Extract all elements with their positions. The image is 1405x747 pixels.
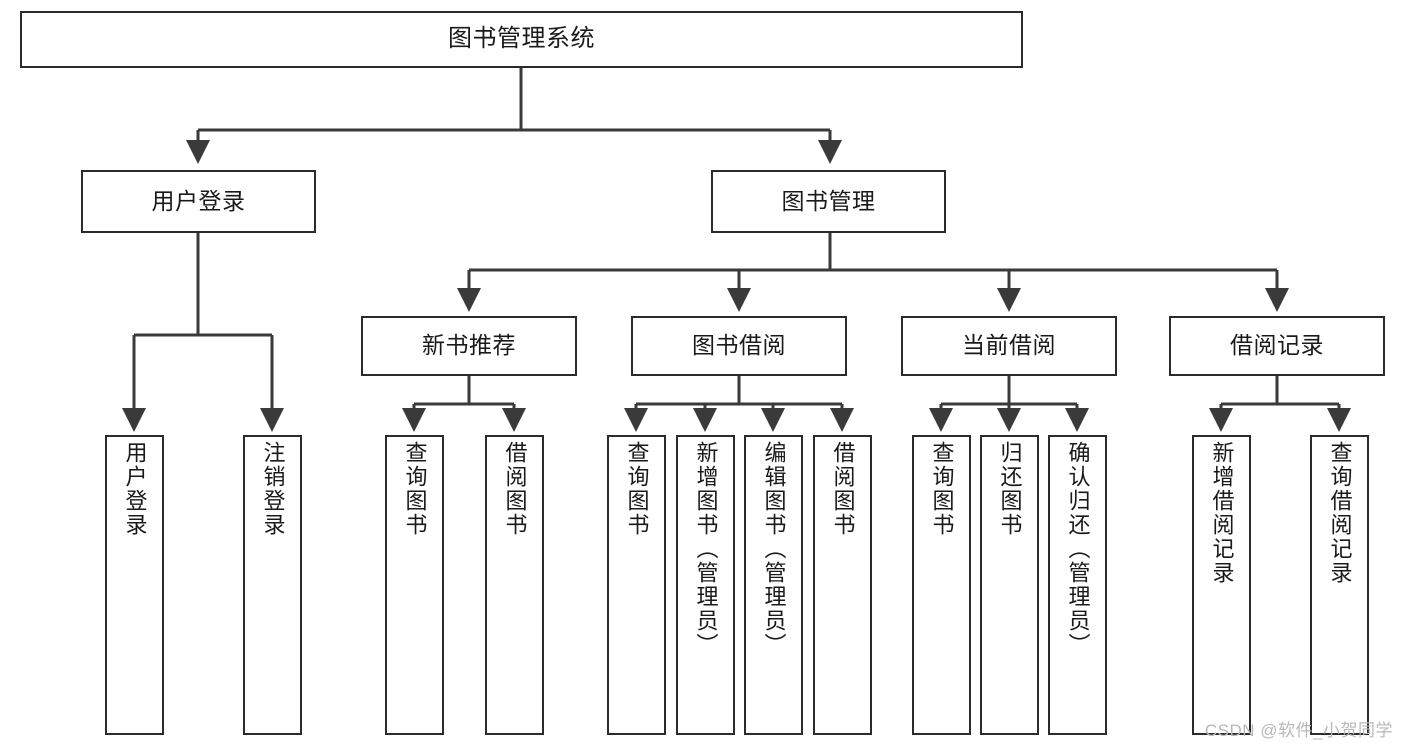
leaf-book-borrow-2[interactable]: 新增图书（管理员） — [676, 435, 735, 735]
leaf-borrow-record-1-label: 新增借阅记录 — [1209, 441, 1235, 585]
leaf-borrow-record-1[interactable]: 新增借阅记录 — [1192, 435, 1251, 735]
node-book-borrow-label: 图书借阅 — [692, 332, 786, 359]
leaf-user-login-2[interactable]: 注销登录 — [243, 435, 302, 735]
node-root[interactable]: 图书管理系统 — [20, 11, 1023, 68]
node-user-login-label: 用户登录 — [151, 187, 246, 214]
leaf-current-borrow-1-label: 查询图书 — [929, 441, 955, 537]
leaf-new-book-1-label: 查询图书 — [402, 441, 428, 537]
leaf-current-borrow-1[interactable]: 查询图书 — [912, 435, 971, 735]
leaf-current-borrow-3-label: 确认归还（管理员） — [1065, 441, 1091, 657]
node-new-book-label: 新书推荐 — [422, 332, 516, 359]
leaf-current-borrow-2[interactable]: 归还图书 — [980, 435, 1039, 735]
leaf-current-borrow-2-label: 归还图书 — [997, 441, 1023, 537]
leaf-book-borrow-1-label: 查询图书 — [624, 441, 650, 537]
leaf-borrow-record-2-label: 查询借阅记录 — [1327, 441, 1353, 585]
node-book-manage[interactable]: 图书管理 — [711, 170, 946, 233]
node-root-label: 图书管理系统 — [448, 25, 595, 53]
leaf-user-login-1-label: 用户登录 — [122, 441, 148, 537]
node-new-book[interactable]: 新书推荐 — [361, 316, 577, 376]
leaf-user-login-2-label: 注销登录 — [260, 441, 286, 537]
node-borrow-record[interactable]: 借阅记录 — [1169, 316, 1385, 376]
leaf-book-borrow-4-label: 借阅图书 — [830, 441, 856, 537]
node-book-borrow[interactable]: 图书借阅 — [631, 316, 847, 376]
node-current-borrow[interactable]: 当前借阅 — [901, 316, 1117, 376]
leaf-current-borrow-3[interactable]: 确认归还（管理员） — [1048, 435, 1107, 735]
node-user-login[interactable]: 用户登录 — [81, 170, 316, 233]
node-borrow-record-label: 借阅记录 — [1230, 332, 1324, 359]
leaf-borrow-record-2[interactable]: 查询借阅记录 — [1310, 435, 1369, 735]
leaf-book-borrow-4[interactable]: 借阅图书 — [813, 435, 872, 735]
leaf-book-borrow-1[interactable]: 查询图书 — [607, 435, 666, 735]
leaf-book-borrow-3-label: 编辑图书（管理员） — [761, 441, 787, 657]
node-current-borrow-label: 当前借阅 — [962, 332, 1056, 359]
leaf-new-book-1[interactable]: 查询图书 — [385, 435, 444, 735]
leaf-new-book-2[interactable]: 借阅图书 — [485, 435, 544, 735]
leaf-book-borrow-2-label: 新增图书（管理员） — [693, 441, 719, 657]
leaf-user-login-1[interactable]: 用户登录 — [105, 435, 164, 735]
leaf-book-borrow-3[interactable]: 编辑图书（管理员） — [744, 435, 803, 735]
leaf-new-book-2-label: 借阅图书 — [502, 441, 528, 537]
node-book-manage-label: 图书管理 — [781, 187, 876, 214]
